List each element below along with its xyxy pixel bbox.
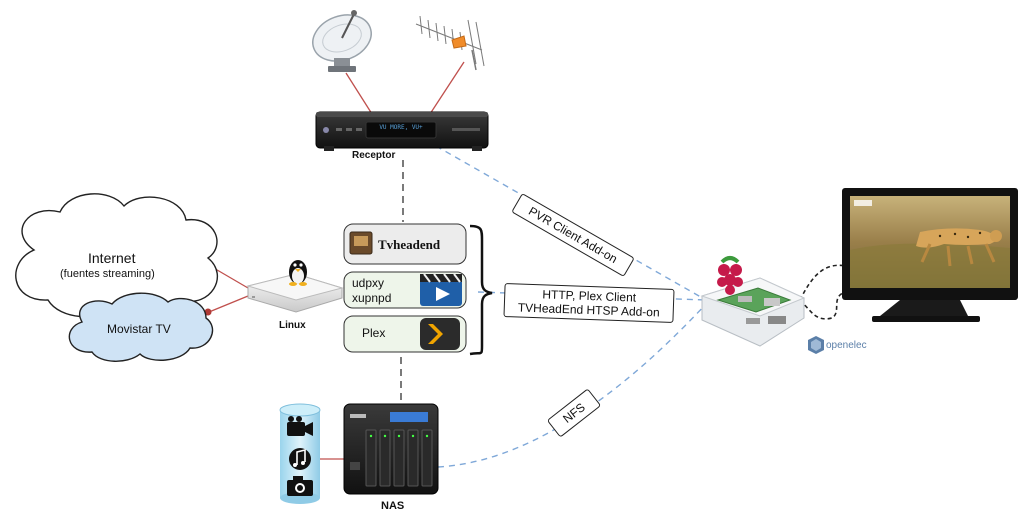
video-camera-icon [287, 416, 313, 436]
raspberry-logo-icon [717, 256, 743, 295]
grouping-brace [469, 224, 493, 356]
openelec-logo-icon [808, 336, 824, 354]
television [842, 188, 1018, 322]
http-plex-label: HTTP, Plex Client TVHeadEnd HTSP Add-on [503, 283, 675, 323]
nas-label: NAS [381, 500, 405, 512]
tvheadend-icon [349, 231, 373, 255]
tux-penguin-icon [289, 260, 307, 286]
music-note-icon [289, 448, 311, 470]
xupnpd-label: xupnpd [352, 291, 392, 305]
nas-device [343, 403, 439, 495]
linux-label: Linux [279, 320, 306, 331]
tvheadend-box-bg [343, 223, 467, 265]
receptor-label: Receptor [352, 150, 396, 161]
receiver-box [315, 111, 489, 151]
movistar-cloud [68, 292, 214, 362]
raspberry-pi-device [700, 277, 806, 347]
internet-subtitle: (fuentes streaming) [60, 268, 155, 280]
udpxy-label: udpxy [352, 276, 385, 290]
movistar-label: Movistar TV [107, 322, 171, 336]
tvheadend-label: Tvheadend [378, 237, 441, 252]
openelec-label: openelec [826, 340, 867, 351]
camera-icon [287, 476, 313, 496]
linux-server [246, 273, 344, 313]
receiver-display-text: VU MORE, VU+ [379, 124, 423, 131]
plex-chevron-icon [420, 318, 460, 350]
tv-antenna-icon [415, 15, 485, 71]
plex-label: Plex [362, 326, 386, 340]
internet-title: Internet [88, 250, 136, 266]
satellite-dish-icon [312, 10, 372, 72]
clapperboard-icon [420, 273, 462, 306]
cheetah-icon [916, 228, 1002, 267]
